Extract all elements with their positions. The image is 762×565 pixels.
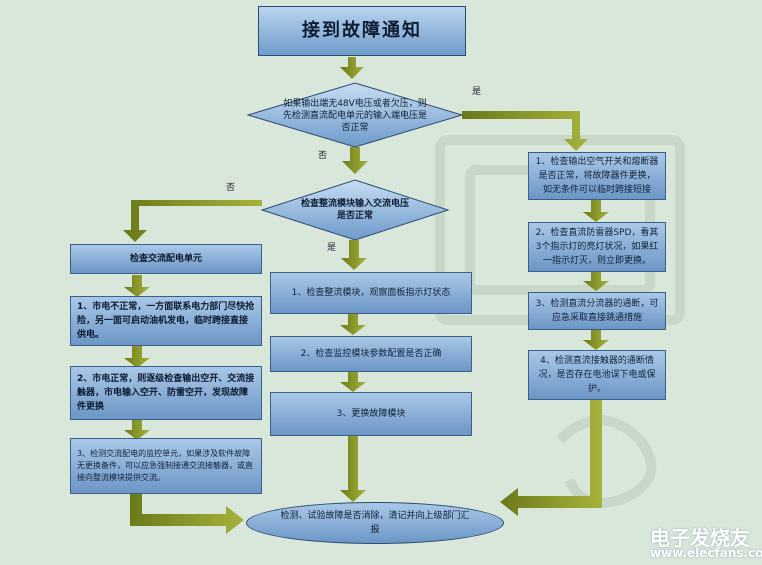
right-step1-text: 1、检查输出空气开关和熔断器是否正常，将故障器件更换，如无条件可以临时跨接短接 — [535, 157, 659, 195]
left-header-text: 检查交流配电单元 — [129, 254, 202, 264]
title-box: 接到故障通知 — [258, 6, 466, 56]
title-text: 接到故障通知 — [302, 20, 422, 41]
label-yes-1: 是 — [472, 87, 482, 97]
mid-step1-text: 1、检查整流模块，观察面板指示灯状态 — [291, 288, 451, 298]
arrow-mid-3-final — [340, 436, 366, 502]
decision2-text: 检查整流模块输入交流电压是否正常 — [300, 199, 409, 221]
label-yes-2: 是 — [327, 243, 337, 253]
right-step2-box: 2、检查直流防雷器SPD，看其3个指示灯的亮灯状况，如果红一指示灯灭，则立即更换… — [528, 222, 666, 272]
arrow-no-left — [123, 200, 262, 242]
arrow-right-3-4 — [583, 330, 609, 350]
arrow-right-to-final — [500, 400, 602, 516]
watermark-title: 电子发烧友 — [650, 526, 750, 550]
right-step4-box: 4、检测直流接触器的通断情况，是否存在电池误下电或保护。 — [528, 350, 666, 400]
arrow-left-2-3 — [124, 420, 150, 440]
mid-step1-box: 1、检查整流模块，观察面板指示灯状态 — [270, 272, 472, 314]
left-step1-box: 1、市电不正常，一方面联系电力部门尽快抢险，另一面可启动油机发电，临时跨接直接供… — [70, 296, 262, 346]
decision1-text: 如果输出端无48V电压或者欠压，则先检测直流配电单元的输入端电压是否正常 — [282, 99, 427, 133]
label-no-1: 否 — [318, 151, 328, 161]
mid-step2-text: 2、检查监控模块参数配置是否正确 — [300, 349, 442, 359]
arrow-decision2-to-middle — [341, 240, 367, 270]
left-header-box: 检查交流配电单元 — [70, 244, 262, 274]
left-step2-text: 2、市电正常，则逐级检查输出空开、交流接触器，市电输入空开、防雷空开，发现故障件… — [77, 374, 255, 412]
right-step3-text: 3、检测直流分流器的通断，可应急采取直接跳通措施 — [535, 299, 659, 323]
arrow-yes-right — [462, 111, 588, 151]
label-no-2: 否 — [226, 183, 236, 193]
arrow-title-to-decision1 — [340, 57, 364, 79]
left-step2-box: 2、市电正常，则逐级检查输出空开、交流接触器，市电输入空开、防雷空开，发现故障件… — [70, 366, 262, 420]
left-step1-text: 1、市电不正常，一方面联系电力部门尽快抢险，另一面可启动油机发电，临时跨接直接供… — [77, 302, 255, 340]
final-text: 检测、试验故障是否消除，清记并向上级部门汇报 — [280, 511, 470, 535]
mid-step2-box: 2、检查监控模块参数配置是否正确 — [270, 336, 472, 372]
arrow-left-to-final — [130, 494, 244, 534]
right-step4-text: 4、检测直流接触器的通断情况，是否存在电池误下电或保护。 — [538, 356, 656, 394]
watermark-url: www.elecfans.com — [650, 546, 762, 560]
arrow-mid-1-2 — [340, 313, 366, 335]
arrow-left-1-2 — [124, 346, 150, 368]
left-step3-box: 3、检测交流配电的监控单元，如果涉及软件故障无更换备件，可以应急强制接通交流接触… — [70, 438, 262, 494]
arrow-right-2-3 — [583, 271, 609, 291]
right-step3-box: 3、检测直流分流器的通断，可应急采取直接跳通措施 — [528, 292, 666, 330]
left-step3-text: 3、检测交流配电的监控单元，如果涉及软件故障无更换备件，可以应急强制接通交流接触… — [77, 449, 253, 482]
right-step1-box: 1、检查输出空气开关和熔断器是否正常，将故障器件更换，如无条件可以临时跨接短接 — [528, 152, 666, 200]
right-step2-text: 2、检查直流防雷器SPD，看其3个指示灯的亮灯状况，如果红一指示灯灭，则立即更换… — [535, 228, 659, 266]
mid-step3-text: 3、更换故障模块 — [336, 409, 406, 419]
final-oval: 检测、试验故障是否消除，清记并向上级部门汇报 — [246, 502, 504, 544]
mid-step3-box: 3、更换故障模块 — [270, 392, 472, 436]
arrow-decision1-to-decision2 — [342, 147, 368, 174]
arrow-right-1-2 — [583, 200, 609, 222]
arrow-mid-2-3 — [340, 372, 366, 392]
arrow-left-h-1 — [124, 275, 150, 297]
decision2-diamond — [260, 179, 450, 241]
